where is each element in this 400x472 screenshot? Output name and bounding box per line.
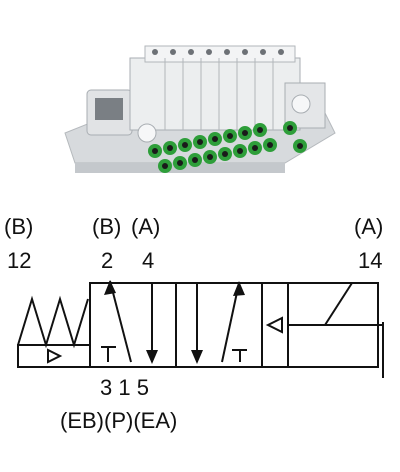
fittings-row-upper: [148, 121, 297, 158]
valve-position-1: [89, 282, 177, 368]
bottom-port-letters: (EB)(P)(EA): [60, 408, 178, 433]
port-12-paren-label: (B): [4, 214, 34, 239]
pilot-triangle-center-icon: [265, 316, 283, 334]
bottom-port-numbers: 3 1 5: [100, 375, 149, 400]
port-12-number: 12: [7, 248, 32, 273]
arrow-up-icon: [104, 280, 116, 295]
port-4-number: 4: [142, 248, 155, 273]
port-2-paren-label: (B): [92, 214, 122, 239]
arrow-up-icon-2: [233, 281, 245, 296]
arrow-down-icon: [146, 350, 158, 364]
arrow-down-icon-2: [191, 350, 203, 364]
pilot-box-left: [17, 344, 91, 368]
port-4-paren-label: (A): [131, 214, 161, 239]
port-14-number: 14: [358, 248, 383, 273]
port-14-paren-label: (A): [354, 214, 384, 239]
valve-manifold-photo: [64, 45, 336, 173]
spring-icon: [17, 295, 89, 349]
valve-position-2: [175, 282, 263, 368]
fittings-row-lower: [158, 138, 307, 173]
pilot-triangle-left-icon: [47, 348, 63, 364]
port-2-number: 2: [101, 248, 114, 273]
